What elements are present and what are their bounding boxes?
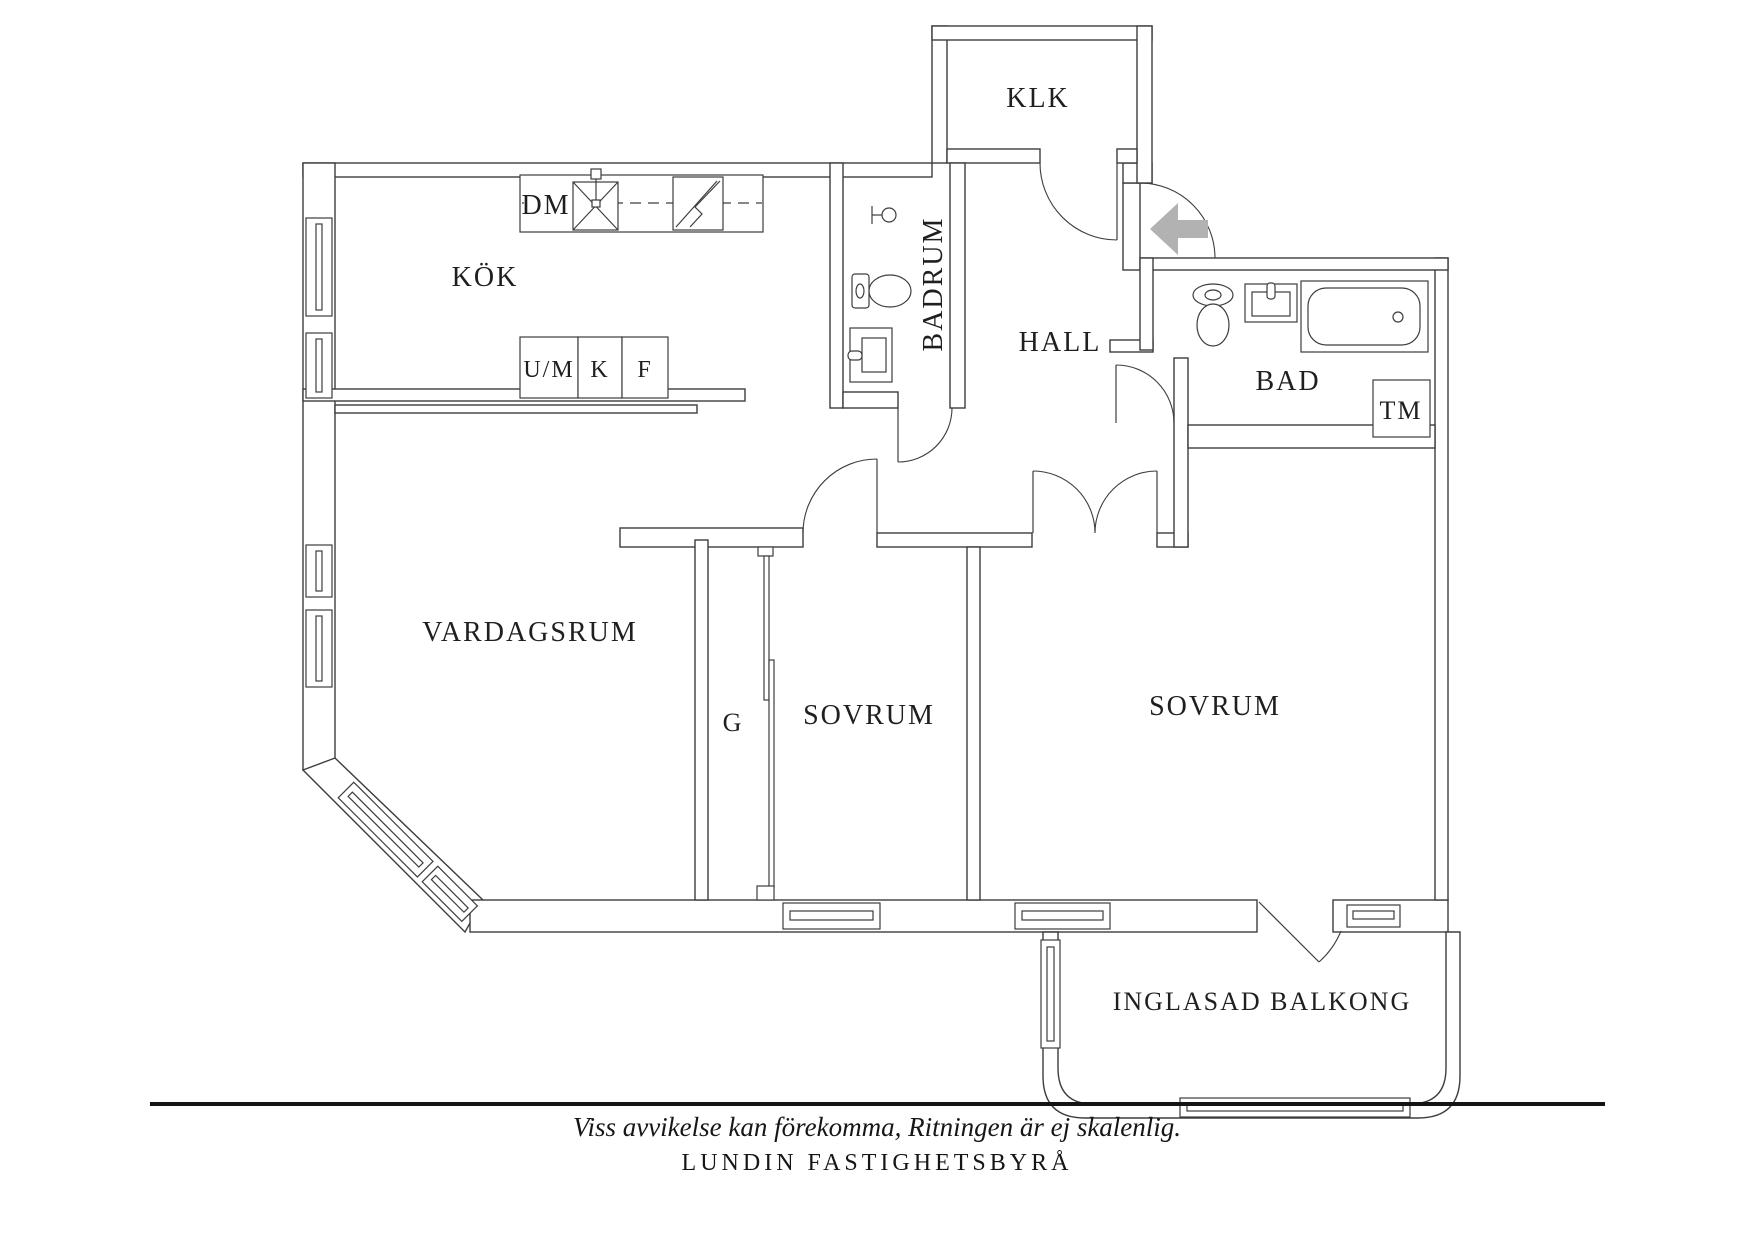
label-f: F xyxy=(637,357,652,383)
room-labels: KLK KÖK DM BADRUM HALL BAD TM U/M K F VA… xyxy=(422,83,1423,1016)
window-sovrum2 xyxy=(1014,902,1111,930)
badrum-toilet xyxy=(851,273,912,309)
kitchen-sink xyxy=(572,168,619,231)
badrum-door xyxy=(897,407,953,463)
label-klk: KLK xyxy=(1006,83,1070,114)
bad-fixtures xyxy=(1192,280,1431,438)
label-sovrum1: SOVRUM xyxy=(803,700,935,731)
badrum-fixtures xyxy=(847,206,912,383)
footer: Viss avvikelse kan förekomma, Ritningen … xyxy=(150,1102,1605,1176)
appliance-um-box xyxy=(519,336,579,399)
dm-label-backing xyxy=(524,188,570,218)
label-k: K xyxy=(590,357,609,383)
windows xyxy=(305,217,1411,1118)
kitchen-appliance-boxes xyxy=(519,336,669,399)
shower-icon xyxy=(871,206,897,224)
label-kok: KÖK xyxy=(452,262,519,293)
wall-garderob-left xyxy=(694,539,709,901)
badrum-sink xyxy=(847,327,893,383)
label-sovrum2: SOVRUM xyxy=(1149,691,1281,722)
label-bad: BAD xyxy=(1255,366,1320,397)
label-vardagsrum: VARDAGSRUM xyxy=(422,617,638,648)
tm-box xyxy=(1372,379,1431,438)
wall-badrum-left xyxy=(829,162,844,409)
wall-klk-top xyxy=(931,25,1153,41)
wall-entry-jamb xyxy=(1122,182,1141,271)
wall-sovrum-divider xyxy=(966,546,981,901)
label-tm: TM xyxy=(1380,396,1423,425)
wall-badrum-right xyxy=(949,162,966,409)
label-hall: HALL xyxy=(1019,327,1102,358)
window-balcony-bottom xyxy=(1179,1097,1411,1118)
bad-toilet xyxy=(1192,283,1234,347)
wall-hall-bad-stub xyxy=(1173,357,1189,548)
wall-vardagsrum-top xyxy=(334,404,698,414)
wall-sovrum-top-mid xyxy=(876,532,1033,548)
label-dm: DM xyxy=(521,190,570,221)
window-left-4 xyxy=(305,609,333,688)
garderob-sliding-door xyxy=(756,546,775,901)
wall-klk-bottom-right xyxy=(1116,148,1138,164)
wall-garderob-top xyxy=(619,527,804,548)
wall-badrum-bottom xyxy=(842,391,899,409)
sovrum2-double-door xyxy=(1032,470,1158,534)
window-balcony-left xyxy=(1040,939,1061,1049)
sovrum1-door xyxy=(802,458,878,534)
window-left-1 xyxy=(305,217,333,317)
doors xyxy=(756,162,1342,963)
label-um: U/M xyxy=(523,357,574,383)
label-garderob: G xyxy=(723,708,744,737)
label-badrum: BADRUM xyxy=(918,217,949,352)
window-left-3 xyxy=(305,544,333,598)
wall-bad-top xyxy=(1139,257,1449,271)
entrance-door xyxy=(1139,182,1216,259)
wall-klk-bottom-left xyxy=(946,148,1041,164)
window-diagonal-1 xyxy=(337,781,434,878)
wall-bad-left xyxy=(1139,257,1154,351)
wall-klk-left xyxy=(931,25,948,164)
window-sovrum1 xyxy=(782,902,881,930)
bathtub xyxy=(1300,280,1429,353)
wall-right xyxy=(1434,257,1449,901)
wall-balcony xyxy=(1042,931,1461,1119)
wall-klk-right xyxy=(1136,25,1153,184)
label-balkong: INGLASAD BALKONG xyxy=(1113,987,1412,1016)
footer-brand: LUNDIN FASTIGHETSBYRÅ xyxy=(682,1150,1073,1176)
entry-arrow-icon xyxy=(1150,203,1208,255)
window-left-2 xyxy=(305,332,333,399)
window-diagonal-2 xyxy=(421,865,479,923)
bad-sink xyxy=(1244,282,1298,323)
walls xyxy=(301,25,1461,1119)
appliance-f-box xyxy=(621,336,669,399)
footer-disclaimer: Viss avvikelse kan förekomma, Ritningen … xyxy=(573,1112,1181,1142)
kitchen-fixtures xyxy=(519,168,764,399)
balcony-door xyxy=(1258,901,1342,963)
klk-door xyxy=(1039,162,1118,241)
window-sovrum2-small xyxy=(1346,904,1401,928)
bad-door xyxy=(1115,364,1175,424)
stove-icon xyxy=(672,176,724,231)
